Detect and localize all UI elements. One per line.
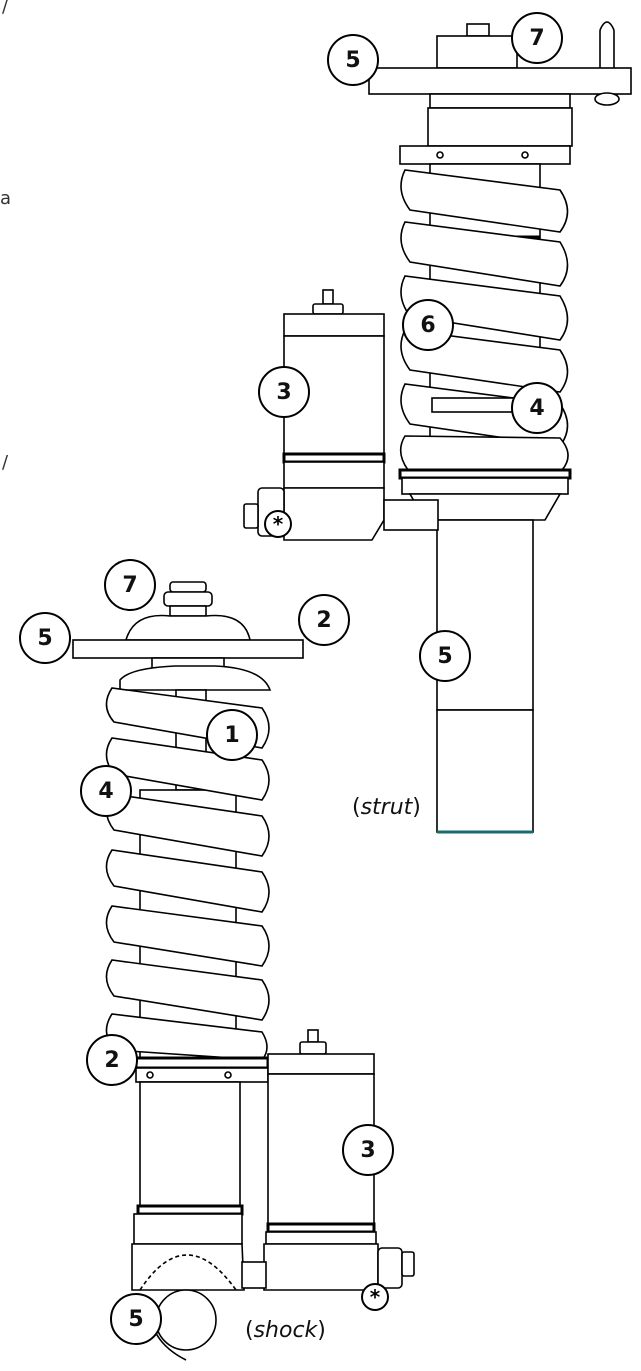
callout-strut-spring: 6: [402, 299, 454, 351]
strut-reservoir-cap: [283, 313, 385, 337]
callout-shock-plate-left: 5: [19, 612, 71, 664]
caption-strut-open: (: [352, 795, 361, 820]
strut-lower-tube: [436, 709, 534, 833]
shock-spring-coils: [105, 687, 270, 1061]
strut-assembly: [243, 21, 632, 834]
strut-lower-perch: [401, 477, 569, 495]
marker-strut-adjuster: *: [264, 510, 292, 538]
shock-reservoir-cap: [267, 1053, 375, 1075]
shock-assembly: [72, 581, 415, 1361]
edge-text-top: /: [2, 0, 9, 17]
shock-top-plate-shape: [72, 639, 304, 659]
callout-shock-bump: 1: [206, 709, 258, 761]
caption-strut: (strut): [352, 795, 421, 820]
edge-text-middle: a: [0, 188, 12, 209]
marker-shock-adjuster: *: [361, 1283, 389, 1311]
shock-dome-mount: [124, 614, 251, 641]
strut-top-mount: [436, 35, 518, 69]
callout-shock-eye: 5: [110, 1293, 162, 1345]
caption-shock-open: (: [245, 1318, 254, 1343]
callout-shock-seat: 4: [80, 765, 132, 817]
strut-body-tube: [436, 519, 534, 711]
strut-reservoir-base: [283, 487, 385, 541]
callout-strut-reservoir: 3: [258, 366, 310, 418]
shock-base: [131, 1243, 245, 1291]
shock-eye-ring: [155, 1289, 217, 1351]
caption-strut-word: strut: [360, 795, 413, 820]
callout-shock-reservoir: 3: [342, 1124, 394, 1176]
callout-shock-plate-right: 2: [298, 594, 350, 646]
caption-strut-close: ): [412, 795, 421, 820]
caption-shock-word: shock: [253, 1318, 318, 1343]
caption-shock-close: ): [317, 1318, 326, 1343]
callout-strut-body: 5: [419, 630, 471, 682]
callout-shock-collar: 2: [86, 1034, 138, 1086]
strut-bearing: [427, 107, 573, 147]
shock-reservoir-base: [263, 1243, 379, 1291]
strut-top-nut-shape: [466, 23, 490, 37]
strut-hose-block: [383, 499, 439, 531]
callout-strut-top-nut: 7: [511, 12, 563, 64]
callout-shock-top-nut: 7: [104, 559, 156, 611]
edge-text-lower: /: [2, 452, 9, 473]
strut-upper-perch: [399, 145, 571, 165]
caption-shock: (shock): [245, 1318, 326, 1343]
strut-top-plate-shape: [368, 67, 632, 95]
callout-strut-seat: 4: [511, 382, 563, 434]
shock-lower-body: [139, 1081, 241, 1215]
callout-strut-top-plate: 5: [327, 34, 379, 86]
